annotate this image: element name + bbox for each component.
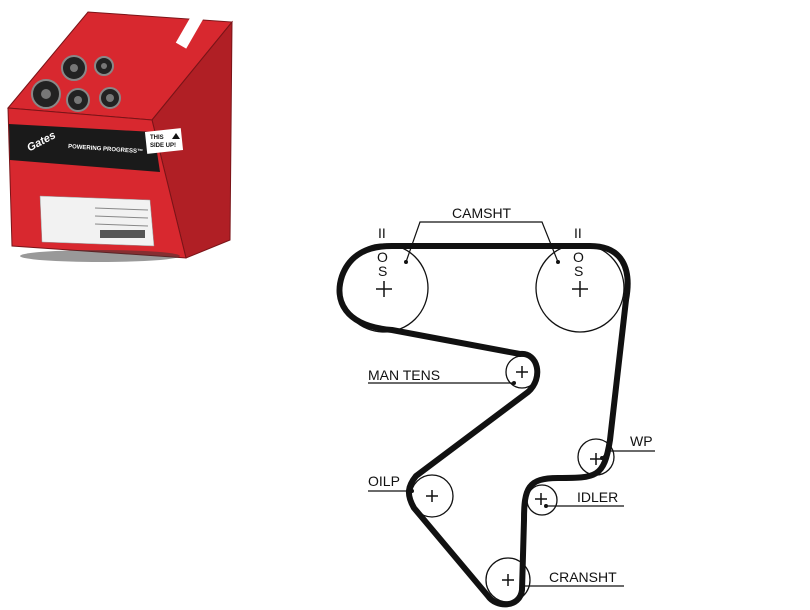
box-side-up-line1: THIS [150,135,164,141]
crankshaft-label: CRANSHT [549,569,617,585]
box-black-band [9,124,160,172]
manual-tensioner-label: MAN TENS [368,367,440,383]
water-pump-label: WP [630,433,653,449]
oil-pump-label: OILP [368,473,400,489]
product-box-image: Gates POWERING PROGRESS™ THIS SIDE UP! [7,11,233,262]
box-side-up-line2: SIDE UP! [150,143,176,149]
leader-lines [368,221,655,587]
right-pulley-s-mark: S [574,263,583,279]
timing-belt [336,243,631,608]
box-pulley-photo [31,55,121,112]
camshaft-label: CAMSHT [452,205,512,221]
right-pulley-o-mark: O [573,249,584,265]
pulley-center-marks [376,281,602,586]
left-pulley-o-mark: O [377,249,388,265]
box-arrow-up-icon [172,133,180,139]
left-pulley-s-mark: S [378,263,387,279]
left-top-timing-mark: II [378,225,386,241]
idler-label: IDLER [577,489,618,505]
leader-dots [404,260,604,588]
box-side-up-badge [144,128,184,154]
box-side-logo [175,11,205,49]
right-top-timing-mark: II [574,225,582,241]
